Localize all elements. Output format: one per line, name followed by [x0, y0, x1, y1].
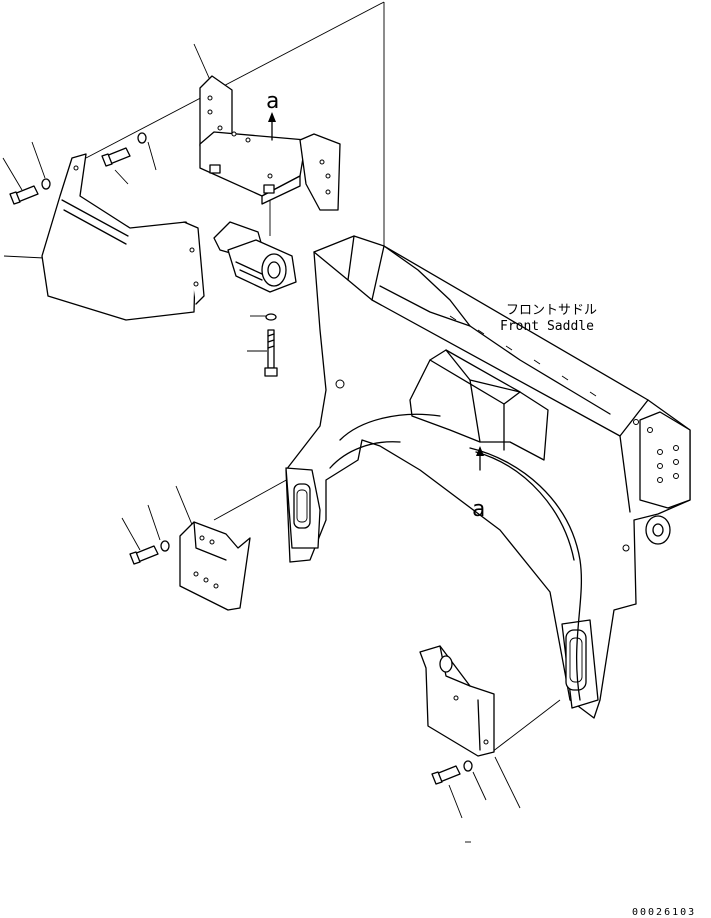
section-a-top: a [266, 89, 279, 141]
middle-left-bracket [129, 521, 251, 611]
section-a-label-bottom: a [472, 497, 485, 522]
carrier-roller [213, 221, 297, 293]
upper-bracket [199, 75, 341, 211]
upper-left-bolts [9, 132, 147, 205]
front-saddle-frame [285, 235, 691, 719]
front-saddle-label-jp: フロントサドル [506, 303, 597, 318]
section-a-label-top: a [266, 89, 279, 114]
drawing-number: 00026103 [632, 907, 696, 918]
lower-right-bracket [419, 645, 495, 785]
section-a-bottom: a [472, 446, 485, 522]
roller-bolt [264, 313, 278, 377]
front-saddle-label-en: Front Saddle [500, 319, 594, 334]
left-guard [41, 153, 205, 321]
